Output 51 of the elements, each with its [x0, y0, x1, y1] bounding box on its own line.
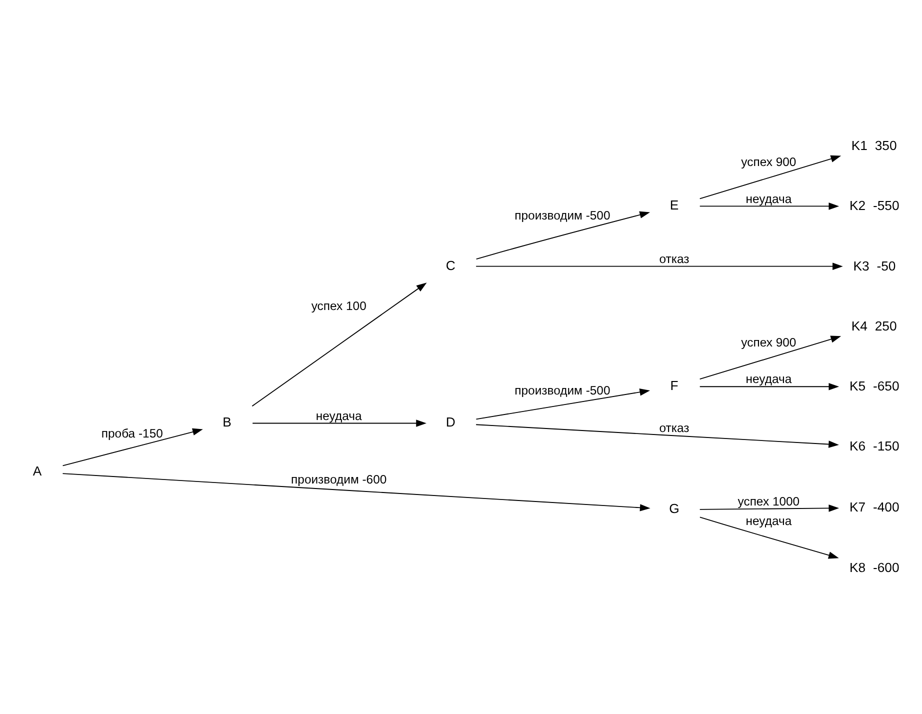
- node-label: -600: [872, 560, 900, 575]
- node-text: K4: [851, 318, 868, 334]
- edge-label: успех 1000: [738, 494, 800, 508]
- arrow: [699, 202, 840, 210]
- node-text: G: [669, 501, 680, 516]
- node-text: K5: [849, 378, 866, 394]
- node-text: K7: [849, 500, 866, 515]
- node-text: B: [222, 414, 232, 430]
- arrow: [62, 428, 203, 466]
- edge-label: отказ: [659, 252, 690, 266]
- node-label: 250: [874, 318, 897, 334]
- node-label: 350: [874, 138, 897, 154]
- arrow: [252, 282, 427, 407]
- node-text: E: [670, 198, 679, 213]
- arrow: [699, 504, 840, 512]
- edge-label: проба -150: [101, 426, 163, 441]
- arrow: [62, 473, 650, 512]
- node-text: D: [446, 414, 456, 430]
- arrow: [476, 211, 650, 260]
- edge-label: неудача: [316, 408, 362, 423]
- node-text: K8: [849, 560, 866, 575]
- arrow: [476, 262, 843, 270]
- arrow: [699, 336, 842, 380]
- node-label: -50: [876, 258, 896, 274]
- node-text: K3: [853, 258, 870, 274]
- node-label: -400: [872, 500, 900, 515]
- node-label: -650: [872, 378, 900, 394]
- edge-label: производим -500: [514, 208, 610, 223]
- edge-label: неудача: [746, 372, 792, 386]
- edge-label: успех 900: [741, 155, 796, 170]
- edge-label: производим -600: [291, 472, 387, 487]
- arrow: [252, 420, 426, 427]
- edge-label: успех 900: [741, 336, 796, 350]
- edge-label: успех 100: [311, 298, 366, 313]
- arrow: [476, 424, 839, 448]
- node-text: K6: [849, 438, 866, 454]
- node-text: F: [670, 378, 678, 394]
- node-text: K2: [849, 198, 866, 214]
- edge-label: неудача: [746, 192, 792, 206]
- node-label: -550: [872, 198, 900, 214]
- arrow: [699, 516, 839, 559]
- edge-label: производим -500: [514, 383, 610, 398]
- node-label: -150: [872, 438, 900, 454]
- arrow: [699, 155, 842, 200]
- arrow: [699, 382, 840, 390]
- node-text: K1: [851, 138, 868, 154]
- arrow: [476, 388, 650, 420]
- node-text: A: [32, 464, 42, 479]
- node-text: C: [446, 258, 456, 273]
- edge-label: отказ: [659, 421, 690, 436]
- edge-label: неудача: [746, 514, 792, 528]
